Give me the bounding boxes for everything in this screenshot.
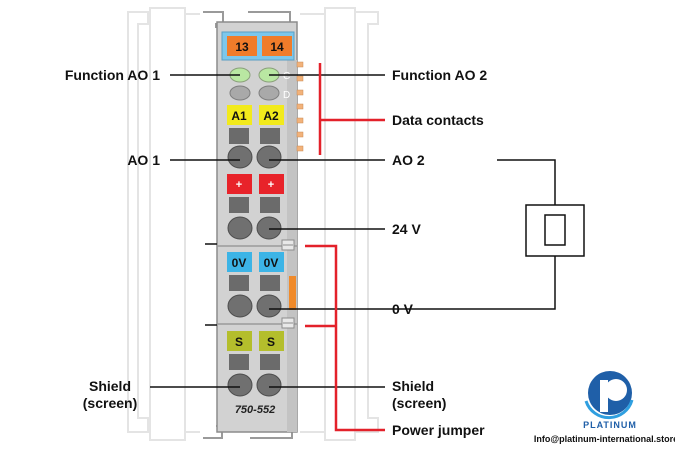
label-shield-left-line1: Shield [88,378,131,394]
led-letter-c: C [283,71,290,82]
label-ao2: AO 2 [392,152,425,168]
tag-14-label: 14 [270,40,284,54]
release-slot [229,197,249,213]
terminal-24v-left [227,216,253,240]
label-shield-right-line1: Shield [392,378,435,394]
tag-plus-left-label: + [236,179,242,191]
terminal-ao1 [227,145,253,169]
tag-13 [227,36,257,56]
tag-0v-right [259,252,284,272]
brand-email: Info@platinum-international.store [534,434,675,444]
tag-a1-label: A1 [231,109,247,123]
terminal-ao2 [256,145,282,169]
tag-s-right-label: S [267,335,275,349]
release-slot [260,128,280,144]
tag-0v-left [227,252,252,272]
tag-0v-right-label: 0V [264,256,279,270]
tag-s-left [227,331,252,351]
red-callouts [305,63,385,432]
label-24v: 24 V [392,221,421,237]
external-load-circuit [385,159,585,310]
label-shield-left-line2: (screen) [82,395,138,411]
terminal-0v-left [227,294,253,318]
terminal-0v-right [256,294,282,318]
platinum-logo-icon [584,371,634,420]
tag-a2 [259,105,284,125]
tag-s-right [259,331,284,351]
label-data-contacts: Data contacts [392,112,484,128]
led-letter-d: D [283,90,290,101]
release-slot [260,354,280,370]
label-ao1: AO 1 [127,152,160,168]
terminal-shield-right [256,373,282,397]
release-slot [229,275,249,291]
tag-0v-left-label: 0V [232,256,247,270]
tag-a2-label: A2 [263,109,279,123]
terminal-shield-left [227,373,253,397]
terminal-24v-right [256,216,282,240]
leader-lines [150,74,385,388]
part-number: 750-552 [235,404,275,416]
release-slot [260,275,280,291]
label-0v: 0 V [392,301,414,317]
resistor-icon [544,214,566,246]
label-shield-right-line2: (screen) [392,395,447,411]
power-jumper-contact-bottom [281,317,295,329]
release-slot [260,197,280,213]
power-jumper-contact-top [281,239,295,251]
tag-plus-right [259,174,284,194]
label-function-ao2: Function AO 2 [392,67,488,83]
led-c [229,85,251,101]
power-jumper-orange-contact [289,276,296,310]
data-contact-pins [296,61,304,152]
tag-13-label: 13 [235,40,249,54]
brand-name: PLATINUM [583,420,637,430]
release-slot [229,354,249,370]
tag-s-left-label: S [235,335,243,349]
tag-14 [262,36,292,56]
label-shield-left: Shield (screen) [75,378,145,412]
label-shield-right: Shield (screen) [392,378,446,412]
release-slot [229,128,249,144]
label-power-jumper: Power jumper [392,422,485,438]
led-d [258,85,280,101]
tag-plus-right-label: + [268,179,274,191]
tag-a1 [227,105,252,125]
label-function-ao1: Function AO 1 [64,67,160,83]
tag-plus-left [227,174,252,194]
